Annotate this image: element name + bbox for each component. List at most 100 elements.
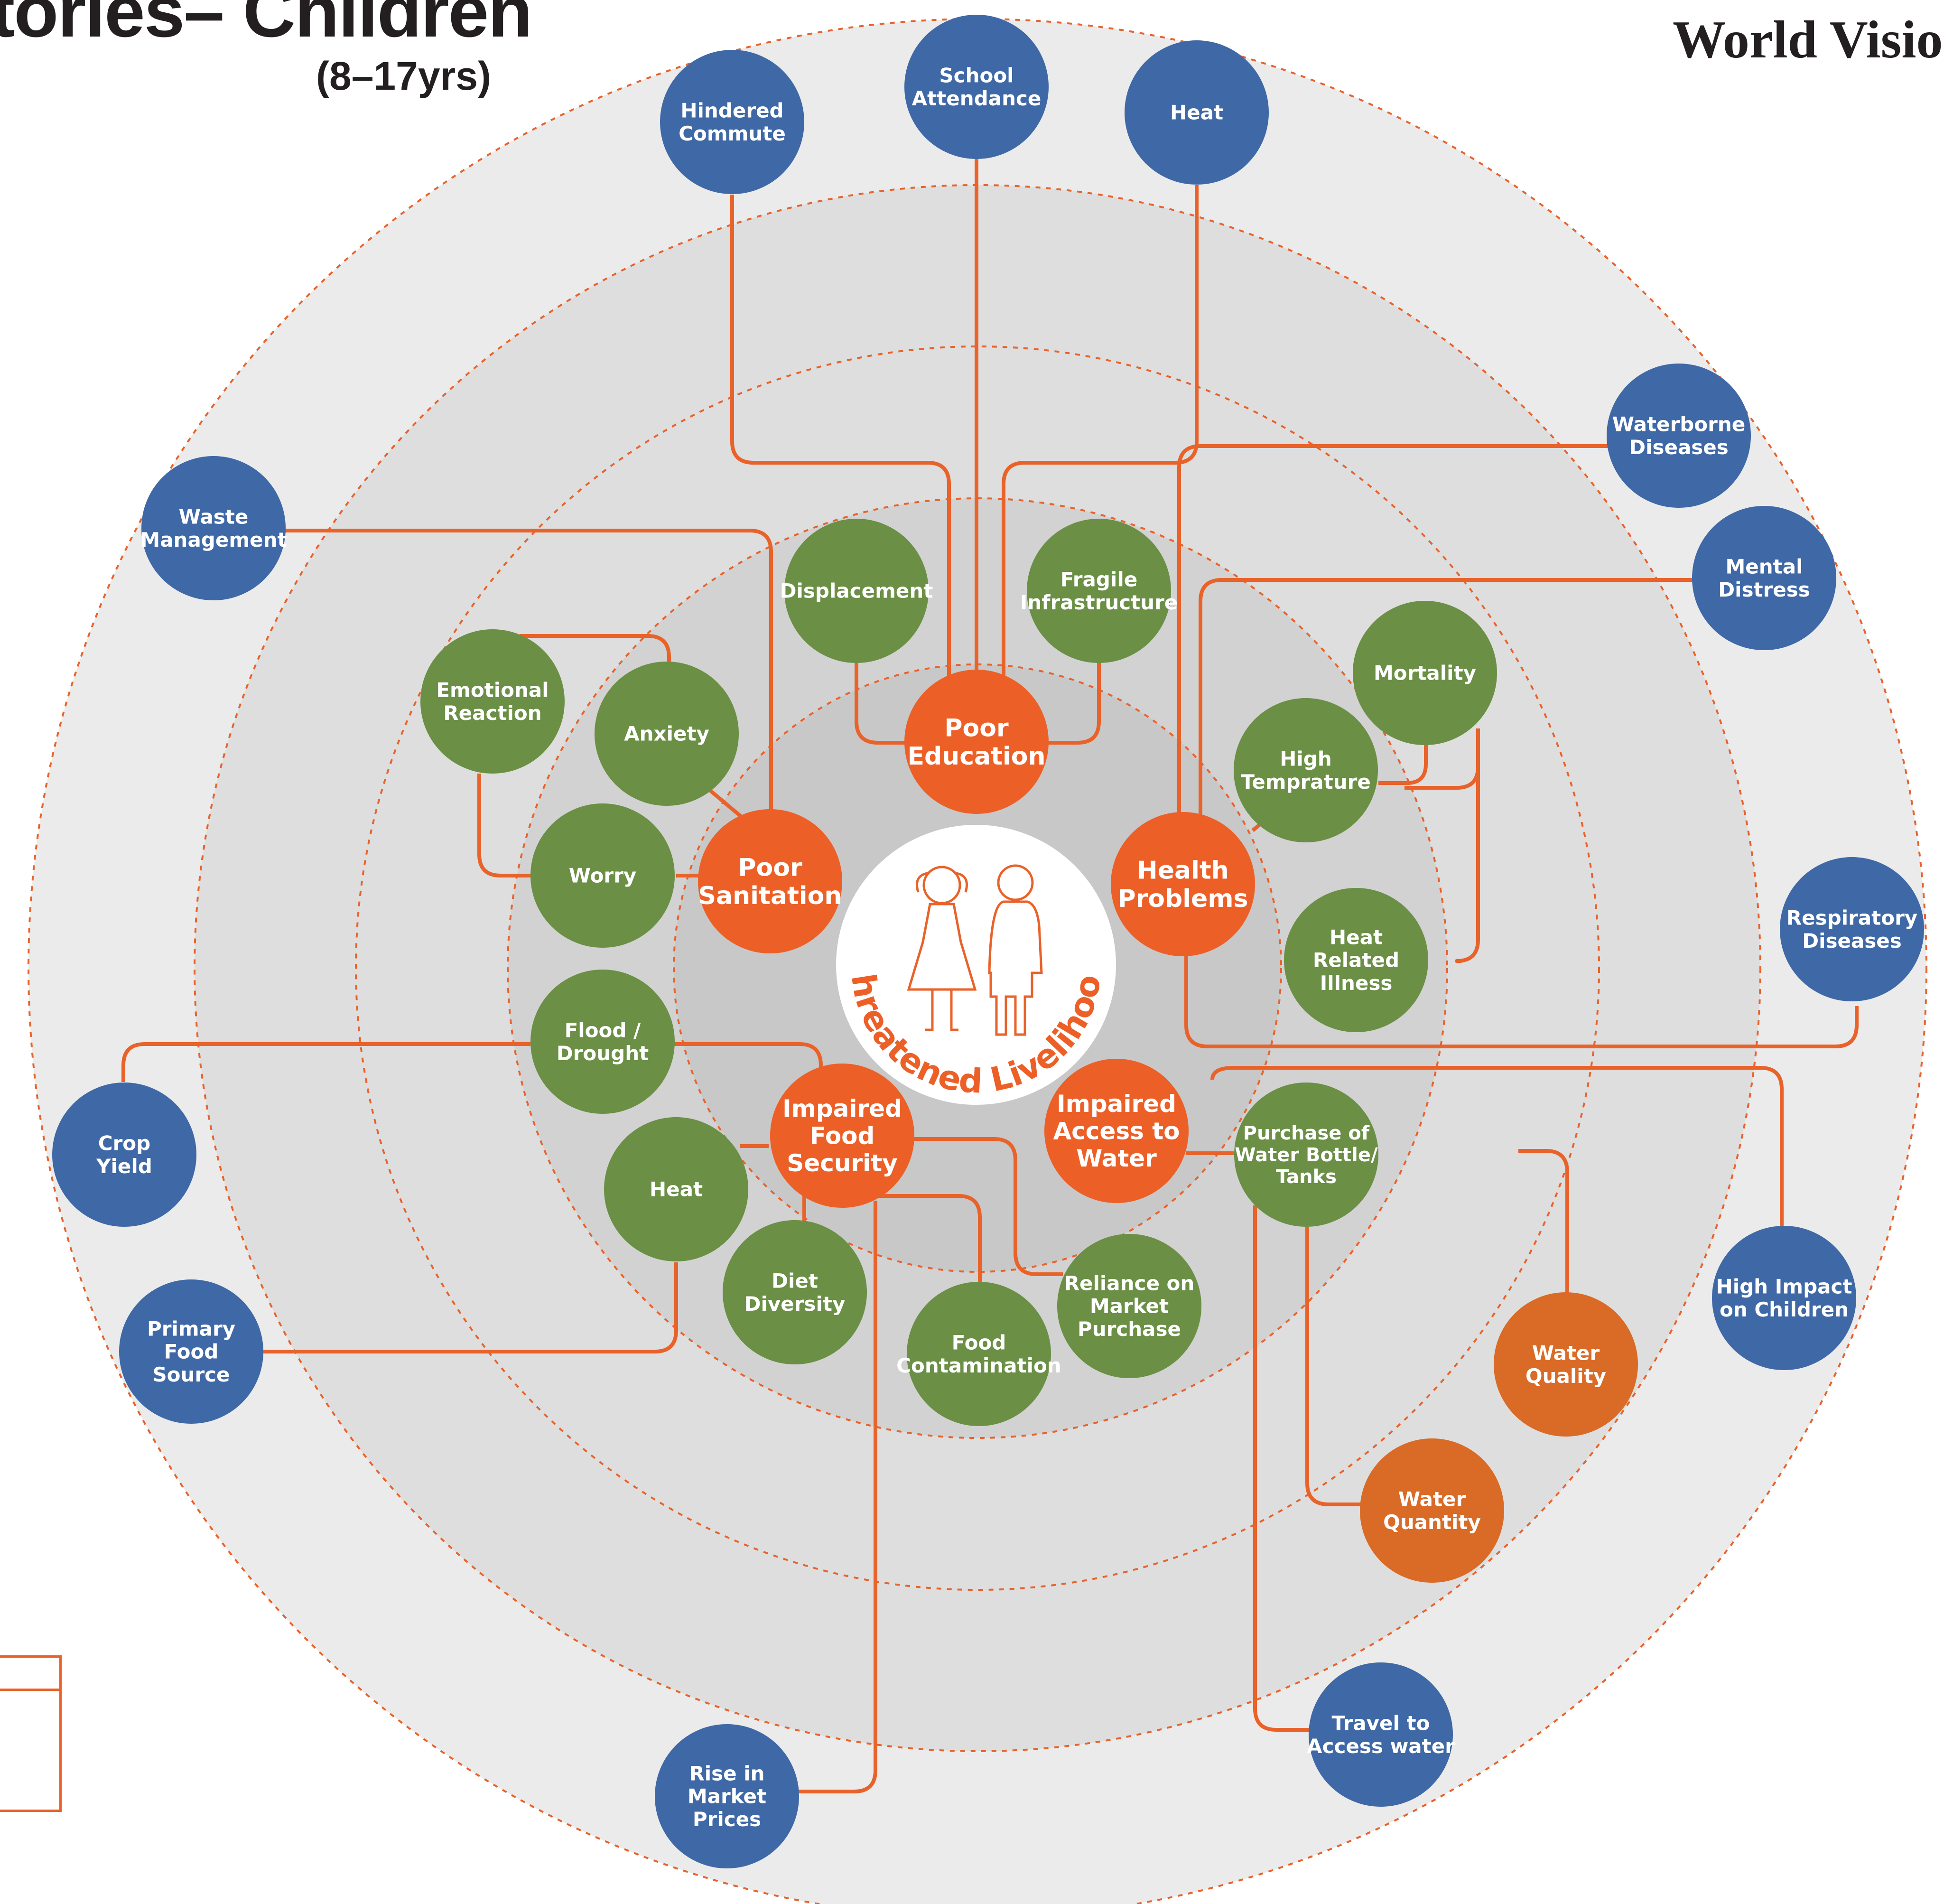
connector-line [1253,1205,1314,1732]
node-label: Security [787,1149,897,1177]
node-label: Heat [1330,925,1383,949]
node-circle [595,662,739,806]
node-circle [655,1724,799,1868]
node-label: Reliance on [1064,1271,1195,1295]
node-label: Poor [944,714,1009,742]
node-circle [420,629,565,774]
node-circle [698,809,842,953]
node-label: Temprature [1241,770,1371,793]
connector-line [1455,728,1480,963]
node-label: Mental [1726,555,1803,579]
connector-line [1199,578,1694,816]
node-label: Respiratory [1786,906,1917,930]
node-label: Commute [679,122,786,145]
node-circle [1607,364,1751,508]
node-circle [1780,857,1924,1001]
node-label: Drought [557,1042,649,1065]
node-circle [1360,1438,1504,1583]
connector-line [1039,662,1101,745]
node-label: Water Bottle/ [1235,1144,1378,1166]
node-label: Food [810,1122,875,1150]
node-label: Management [140,528,287,551]
node-circle [1692,506,1836,650]
node-label: Diseases [1629,436,1729,459]
node-label: Waterborne [1612,413,1745,436]
node-label: Education [907,742,1045,771]
node-circle [907,1282,1051,1426]
node-label: Purchase of [1243,1122,1370,1144]
node-heat-green: Heat [604,1117,748,1261]
node-label: Yield [96,1155,152,1178]
node-label: Hindered [680,99,783,122]
connector-line [285,529,773,816]
connector-line [263,1262,678,1353]
node-label: Attendance [912,87,1042,110]
node-label: Fragile [1060,568,1137,591]
node-circle [1057,1234,1201,1378]
node-label: Prices [693,1808,761,1831]
legend-box [0,1655,62,1812]
node-label: Heat [650,1178,703,1201]
node-label: Rise in [689,1762,764,1785]
node-label: Quality [1525,1364,1606,1388]
node-label: Water [1532,1342,1600,1365]
node-label: Food [164,1340,219,1363]
node-label: Market [688,1785,766,1808]
center-circle [836,825,1116,1105]
node-label: High Impact [1716,1275,1852,1298]
node-label: Reaction [443,701,541,725]
connector-line [121,1042,530,1082]
node-circle [1234,1083,1378,1227]
connector-line [826,1194,982,1296]
node-label: Market [1090,1295,1169,1318]
connector-line [1210,1066,1784,1229]
node-label: Crop [98,1132,150,1155]
node-circle [52,1083,196,1227]
node-circle [1125,40,1269,185]
node-circle [1712,1226,1856,1370]
node-circle [1044,1059,1189,1203]
node-circle [604,1117,748,1261]
node-label: Displacement [780,579,933,603]
node-circle [770,1064,914,1208]
node-label: Distress [1718,578,1810,601]
node-label: Water [1398,1488,1466,1511]
node-label: Heat [1170,101,1223,124]
node-circle [141,456,286,600]
node-circle [784,519,929,663]
node-circle [904,15,1049,159]
node-worry: Worry [530,803,675,948]
node-label: Impaired [782,1095,902,1122]
node-label: Problems [1118,885,1248,913]
node-flood-drought: Flood /Drought [530,970,675,1114]
connector-line [1177,444,1609,816]
connector-line [1305,1227,1367,1506]
node-label: School [939,64,1014,87]
legend-divider [0,1689,62,1691]
node-circle [660,50,804,194]
node-circle [530,970,675,1114]
node-label: Worry [569,864,637,887]
connector-line [1184,954,1859,1048]
node-label: Diet [772,1269,818,1293]
node-label: High [1280,747,1332,771]
connector-line [1002,185,1199,733]
